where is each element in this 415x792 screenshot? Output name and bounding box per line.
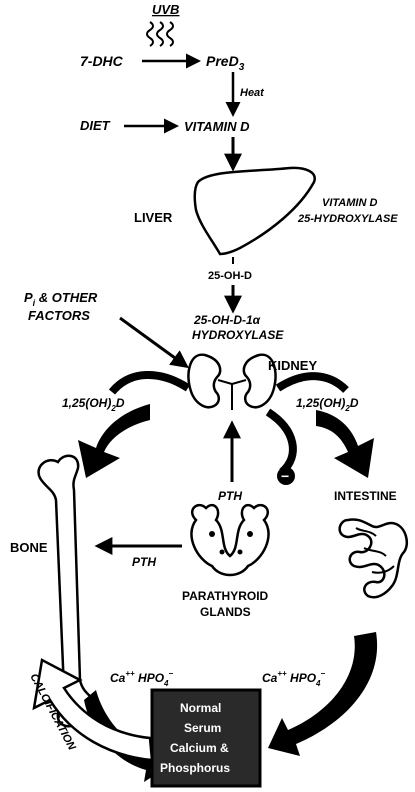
kidney-enzyme-line1: 25-OH-D-1α [193,313,261,327]
calcitriol-right-label: 1,25(OH)2D [296,396,359,413]
serum-box-line4: Phosphorus [160,761,230,775]
uvb-label-group: UVB [147,2,179,46]
arrow-calcitriol-to-bone [78,404,150,478]
liver-enzyme-line2: 25-HYDROXYLASE [297,213,398,225]
serum-box-line2: Serum [184,721,221,735]
uvb-label: UVB [152,2,179,17]
vitamin-d-label: VITAMIN D [184,119,250,134]
pth-left-label: PTH [132,555,156,569]
ca-hpo4-left-label: Ca++ HPO4− [110,669,173,688]
ca-hpo4-right-label: Ca++ HPO4− [262,669,325,688]
uvb-wave-1 [147,22,153,46]
kidney-label: KIDNEY [268,358,317,373]
diet-label: DIET [80,118,111,133]
liver-enzyme-line1: VITAMIN D [322,197,377,209]
bone-label: BONE [10,540,48,555]
intestine-label: INTESTINE [334,489,397,503]
seven-dhc-label: 7-DHC [80,53,124,69]
liver-label: LIVER [134,210,173,225]
pi-other-label: Pi & OTHER [24,290,98,308]
metabolite-25ohd-label: 25-OH-D [208,270,252,282]
serum-box-line3: Calcium & [170,741,229,755]
serum-box-line1: Normal [180,701,221,715]
kidney-enzyme-line2: HYDROXYLASE [192,328,284,342]
negative-feedback-curve [268,412,293,472]
arrow-factors-to-kidney [120,318,186,366]
parathyroid-shape [191,505,268,575]
calcitriol-left-label: 1,25(OH)2D [62,396,125,413]
pth-up-label: PTH [218,489,242,503]
intestine-shape [340,519,407,597]
heat-label: Heat [240,87,265,99]
kidney-shape [189,355,276,410]
arrow-intestine-to-serum [268,632,377,756]
parathyroid-label-line1: PARATHYROID [182,589,269,603]
factors-label: FACTORS [28,308,90,323]
liver-shape [195,168,315,254]
uvb-wave-3 [167,22,173,46]
minus-sign: − [281,468,289,484]
curve-kidney-right [278,376,346,390]
pred3-label: PreD3 [206,53,245,73]
uvb-wave-2 [157,22,163,46]
curve-kidney-left [112,375,188,392]
arrow-calcitriol-to-intestine [316,410,374,478]
parathyroid-label-line2: GLANDS [200,605,251,619]
